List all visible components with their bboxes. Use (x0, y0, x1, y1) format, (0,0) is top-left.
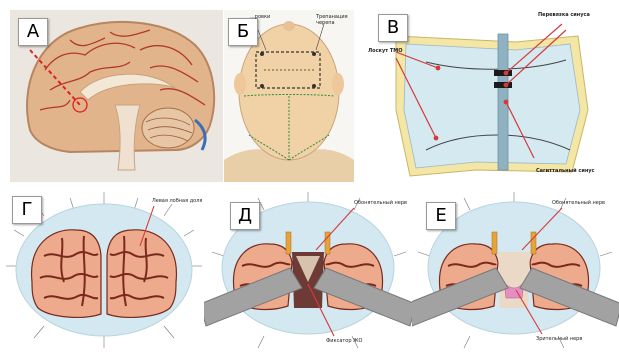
panel-b-label: Б (228, 18, 258, 46)
panel-a: А (10, 10, 223, 182)
panel-a-label: А (18, 18, 48, 46)
panel-e: Е Обонятельный нерв Зрительный нерв (412, 186, 619, 354)
panel-v-note-sinus: Сагиттальный синус (536, 168, 595, 174)
panel-v: В Перевязка синуса Лоскут ТМО Сагиттальн… (366, 10, 612, 182)
panel-g: Г Левая лобная доля (4, 186, 204, 354)
panel-b-note-left: ...ровки (250, 14, 270, 20)
panel-v-note-ligation: Перевязка синуса (538, 12, 590, 18)
panel-g-note-lobe: Левая лобная доля (152, 198, 202, 204)
panel-b-note-trepanation: Трепанация черепа (316, 14, 350, 26)
panel-g-label: Г (12, 196, 42, 224)
panel-d: Д Обонятельный нерв Фиксатор ЖО (204, 186, 412, 354)
panel-e-note-top: Обонятельный нерв (552, 200, 605, 206)
panel-v-note-flap: Лоскут ТМО (368, 48, 402, 54)
panel-d-note-bottom: Фиксатор ЖО (326, 338, 362, 344)
panel-d-label: Д (230, 202, 260, 230)
panel-b: Б ...ровки Трепанация черепа (224, 10, 354, 182)
panel-e-note-bottom: Зрительный нерв (536, 336, 582, 342)
panel-e-label: Е (426, 202, 456, 230)
panel-d-note-top: Обонятельный нерв (354, 200, 407, 206)
panel-v-label: В (378, 14, 408, 42)
